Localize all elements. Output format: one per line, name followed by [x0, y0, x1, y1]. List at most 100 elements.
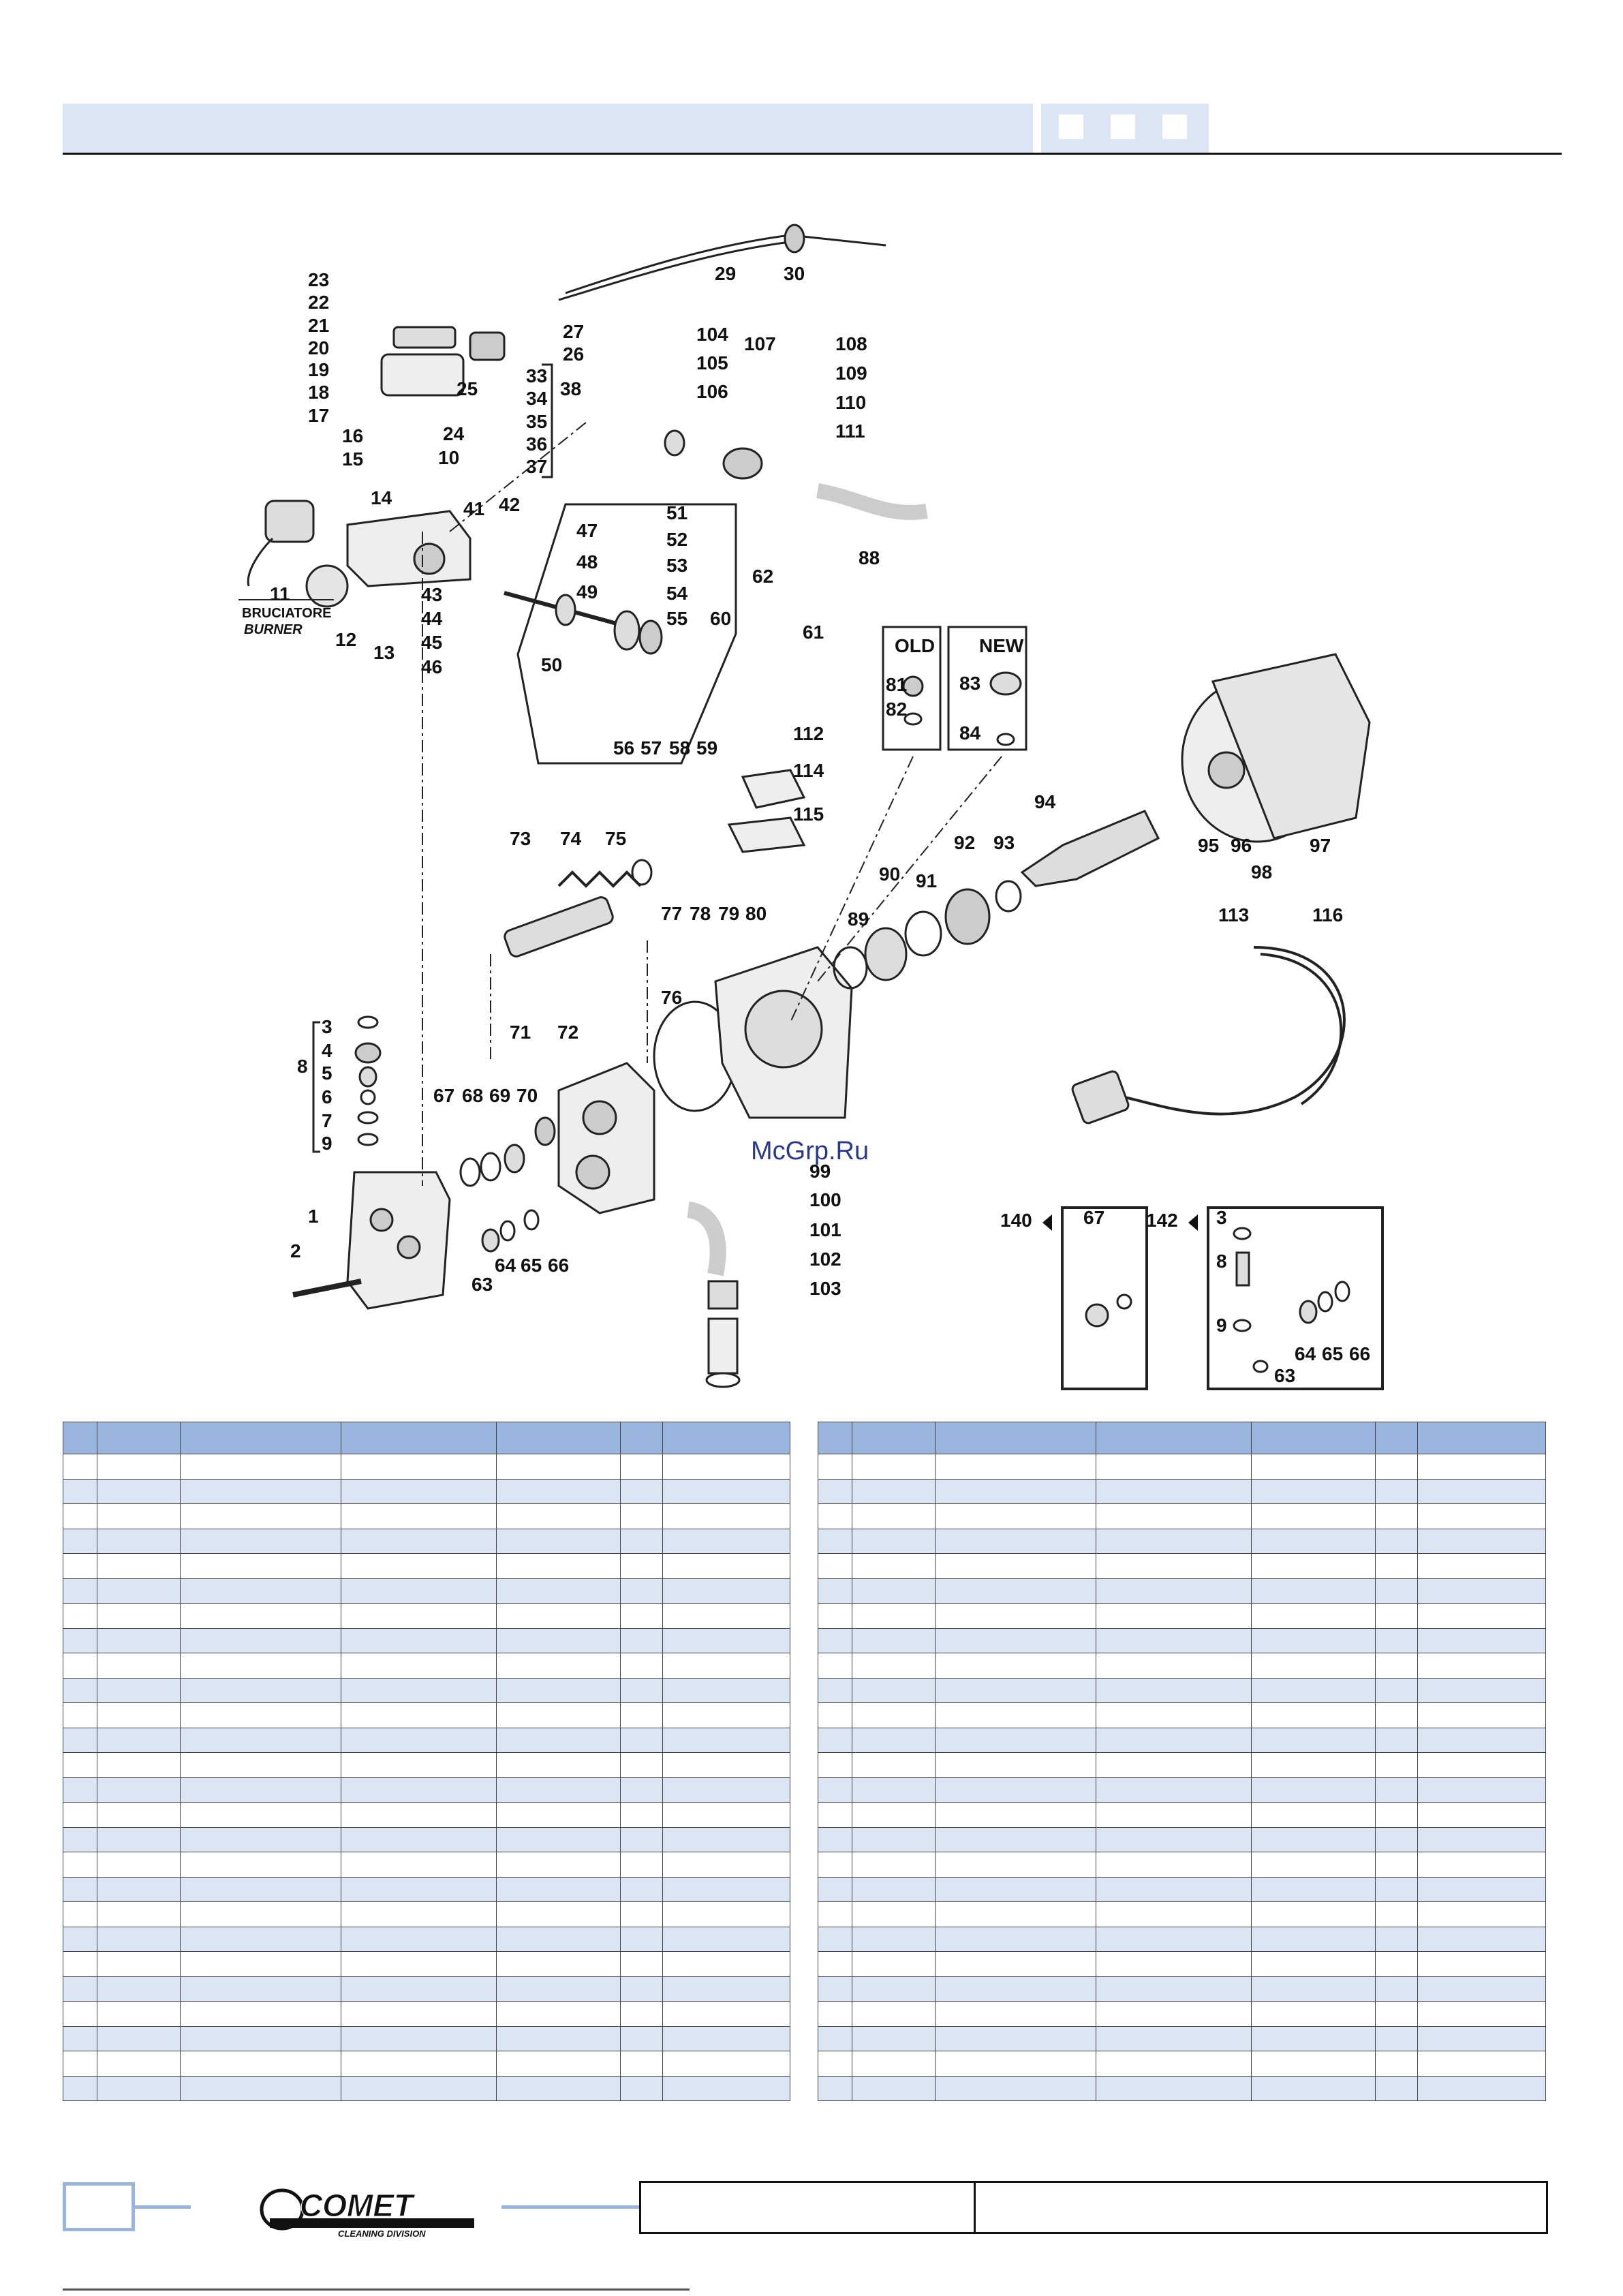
burner-label: BURNER: [244, 622, 303, 637]
table-cell: [935, 2025, 1096, 2051]
table-cell: [662, 1578, 790, 1604]
callout-56: 56: [613, 737, 634, 759]
unloader-body: [346, 510, 472, 587]
table-row: [63, 2075, 790, 2101]
table-cell: [818, 1454, 852, 1480]
table-cell: [662, 1876, 790, 1902]
table-cell: [63, 1578, 97, 1604]
bruciatore-label: BRUCIATORE: [242, 606, 331, 621]
table-cell: [341, 1653, 497, 1679]
table-cell: [63, 1603, 97, 1629]
table-cell: [1096, 1727, 1252, 1753]
table-cell: [1096, 2001, 1252, 2027]
table-cell: [935, 1727, 1096, 1753]
table-cell: [935, 1627, 1096, 1653]
table-cell: [97, 1454, 181, 1480]
table-cell: [818, 2001, 852, 2027]
table-cell: [496, 1976, 621, 2002]
parts-table-right: [818, 1422, 1546, 2101]
callout-inset-65: 65: [1322, 1343, 1343, 1364]
table-header-row: [63, 1422, 790, 1454]
callout-113: 113: [1218, 904, 1249, 925]
callout-64: 64: [495, 1255, 516, 1276]
table-cell: [1251, 1528, 1376, 1554]
callout-142: 142: [1146, 1210, 1178, 1231]
callout-104: 104: [696, 324, 728, 345]
table-cell: [620, 1553, 663, 1579]
table-cell: [63, 1852, 97, 1878]
table-cell: [1096, 2025, 1252, 2051]
callout-12: 12: [335, 629, 356, 650]
table-cell: [63, 1553, 97, 1579]
table-cell: [1096, 1926, 1252, 1952]
table-row: [818, 1578, 1546, 1604]
callout-70: 70: [516, 1085, 538, 1106]
table-cell: [1096, 1826, 1252, 1852]
table-cell: [63, 1951, 97, 1977]
callout-9: 9: [322, 1133, 333, 1154]
table-cell: [341, 1627, 497, 1653]
table-cell: [818, 2075, 852, 2101]
table-row: [63, 1926, 790, 1952]
old-box: [882, 626, 942, 751]
callout-67: 67: [433, 1085, 454, 1106]
table-cell: [1096, 1901, 1252, 1927]
callout-14: 14: [371, 487, 392, 508]
table-cell: [818, 1478, 852, 1504]
table-cell: [662, 1503, 790, 1529]
table-cell: [180, 1951, 341, 1977]
table-cell: [180, 1926, 341, 1952]
table-cell: [1251, 1454, 1376, 1480]
callout-47: 47: [576, 520, 598, 541]
callout-68: 68: [462, 1085, 483, 1106]
table-cell: [1251, 1478, 1376, 1504]
table-cell: [935, 1603, 1096, 1629]
table-cell: [1251, 2075, 1376, 2101]
callout-106: 106: [696, 381, 728, 402]
table-cell: [1251, 1802, 1376, 1828]
table-cell: [97, 1653, 181, 1679]
table-cell: [662, 1627, 790, 1653]
table-cell: [852, 1951, 936, 1977]
table-cell: [1417, 1702, 1546, 1728]
comet-logo: COMET CLEANING DIVISION: [260, 2188, 474, 2239]
table-cell: [341, 1528, 497, 1554]
table-cell: [662, 1802, 790, 1828]
table-cell: [818, 1951, 852, 1977]
table-cell: [180, 1553, 341, 1579]
callout-61: 61: [803, 622, 824, 643]
table-cell: [180, 1478, 341, 1504]
table-cell: [1417, 1578, 1546, 1604]
callout-107: 107: [744, 333, 776, 354]
callout-25: 25: [457, 378, 478, 399]
table-cell: [620, 1528, 663, 1554]
table-cell: [620, 1976, 663, 2002]
table-cell: [63, 1627, 97, 1653]
table-cell: [63, 2075, 97, 2101]
table-cell: [63, 1777, 97, 1803]
table-cell: [1251, 1876, 1376, 1902]
callout-numbers: 1 2 3 4 5 6 7 8 9 10 11 12 13 14 15 16 1…: [270, 263, 1370, 1386]
callout-71: 71: [510, 1022, 531, 1043]
table-cell: [97, 1503, 181, 1529]
table-cell: [496, 2025, 621, 2051]
table-cell: [97, 2025, 181, 2051]
callout-96: 96: [1231, 835, 1252, 856]
table-cell: [620, 1653, 663, 1679]
table-cell: [935, 1702, 1096, 1728]
table-cell: [1417, 1951, 1546, 1977]
callout-60: 60: [710, 608, 731, 629]
table-cell: [97, 1528, 181, 1554]
table-cell: [63, 1976, 97, 2002]
table-cell: [1375, 1677, 1418, 1703]
table-row: [63, 1727, 790, 1753]
callout-110: 110: [835, 392, 866, 413]
table-cell: [180, 1852, 341, 1878]
callout-inset-64: 64: [1295, 1343, 1316, 1364]
table-cell: [1096, 1603, 1252, 1629]
table-cell: [818, 1802, 852, 1828]
callout-80: 80: [745, 903, 767, 924]
callout-103: 103: [809, 1278, 841, 1299]
callout-22: 22: [308, 292, 329, 313]
table-cell: [935, 2051, 1096, 2077]
